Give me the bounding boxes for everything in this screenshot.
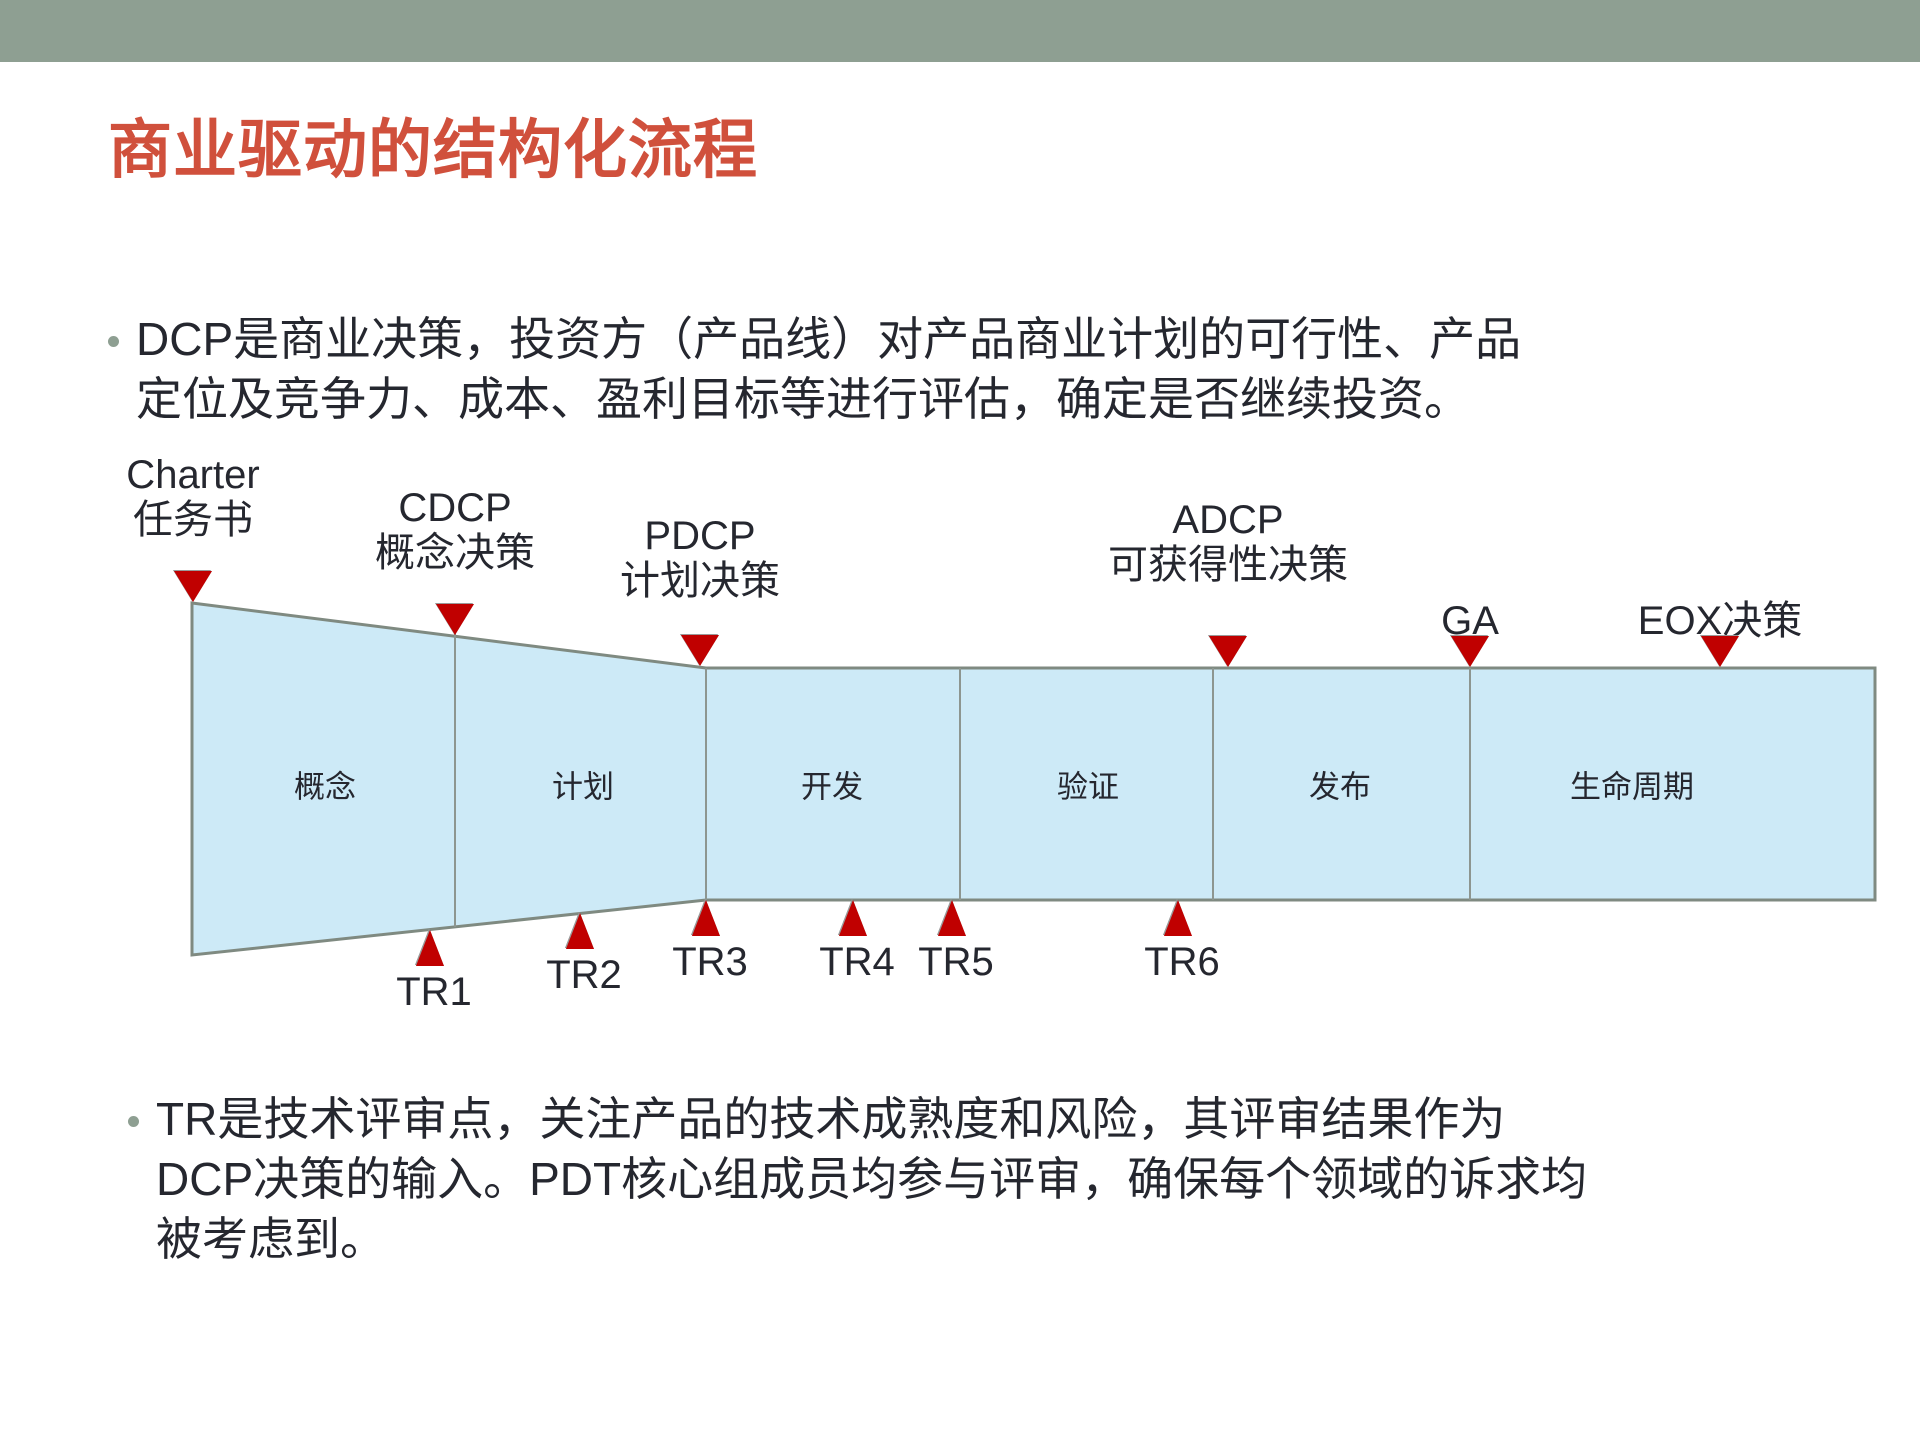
paragraph-top-text: DCP是商业决策，投资方（产品线）对产品商业计划的可行性、产品 定位及竞争力、成… (136, 313, 1522, 425)
header-band (0, 0, 1920, 62)
dcp-label-pdcp: PDCP 计划决策 (620, 514, 780, 603)
phase-label-3: 开发 (801, 769, 863, 805)
bullet-dot-icon (128, 1116, 139, 1127)
tr-marker-tr6 (1164, 900, 1192, 936)
dcp-marker-adcp (1209, 636, 1247, 667)
tr-label-tr1: TR1 (396, 969, 472, 1014)
process-funnel-diagram: Charter 任务书 CDCP 概念决策 PDCP 计划决策 ADCP 可获得性决策… (0, 453, 1920, 1045)
tr-marker-tr5 (938, 900, 966, 936)
tr-marker-tr4 (839, 900, 867, 936)
phase-label-1: 概念 (294, 769, 356, 805)
phase-label-5: 发布 (1309, 769, 1371, 805)
tr-marker-tr3 (692, 900, 720, 936)
dcp-label-eox: EOX决策 (1637, 599, 1803, 643)
dcp-label-ga: GA (1441, 599, 1499, 643)
page-title: 商业驱动的结构化流程 (108, 114, 758, 186)
paragraph-bottom-text: TR是技术评审点，关注产品的技术成熟度和风险，其评审结果作为 DCP决策的输入。… (156, 1093, 1588, 1265)
tr-label-tr5: TR5 (918, 940, 994, 984)
dcp-label-adcp: ADCP 可获得性决策 (1108, 498, 1348, 587)
dcp-marker-eox (1701, 636, 1739, 667)
tr-label-tr2: TR2 (546, 953, 622, 998)
phase-label-4: 验证 (1057, 769, 1119, 805)
dcp-label-charter: Charter 任务书 (126, 453, 260, 542)
tr-marker-tr1 (416, 929, 444, 966)
dcp-marker-cdcp (436, 604, 474, 636)
dcp-marker-ga (1451, 636, 1489, 667)
dcp-marker-pdcp (681, 635, 719, 667)
phase-label-6: 生命周期 (1570, 769, 1694, 805)
bullet-dot-icon (108, 336, 119, 347)
dcp-label-cdcp: CDCP 概念决策 (375, 486, 535, 575)
phase-dividers (454, 631, 1471, 927)
phase-label-2: 计划 (552, 769, 614, 805)
dcp-marker-charter (174, 571, 212, 603)
tr-label-tr3: TR3 (672, 940, 748, 984)
bullet-paragraph-dcp: DCP是商业决策，投资方（产品线）对产品商业计划的可行性、产品 定位及竞争力、成… (108, 310, 1868, 430)
tr-label-tr6: TR6 (1144, 940, 1220, 984)
tr-marker-tr2 (566, 913, 594, 950)
funnel-shape (190, 601, 1877, 957)
tr-label-tr4: TR4 (819, 940, 895, 984)
bullet-paragraph-tr: TR是技术评审点，关注产品的技术成熟度和风险，其评审结果作为 DCP决策的输入。… (128, 1090, 1888, 1269)
